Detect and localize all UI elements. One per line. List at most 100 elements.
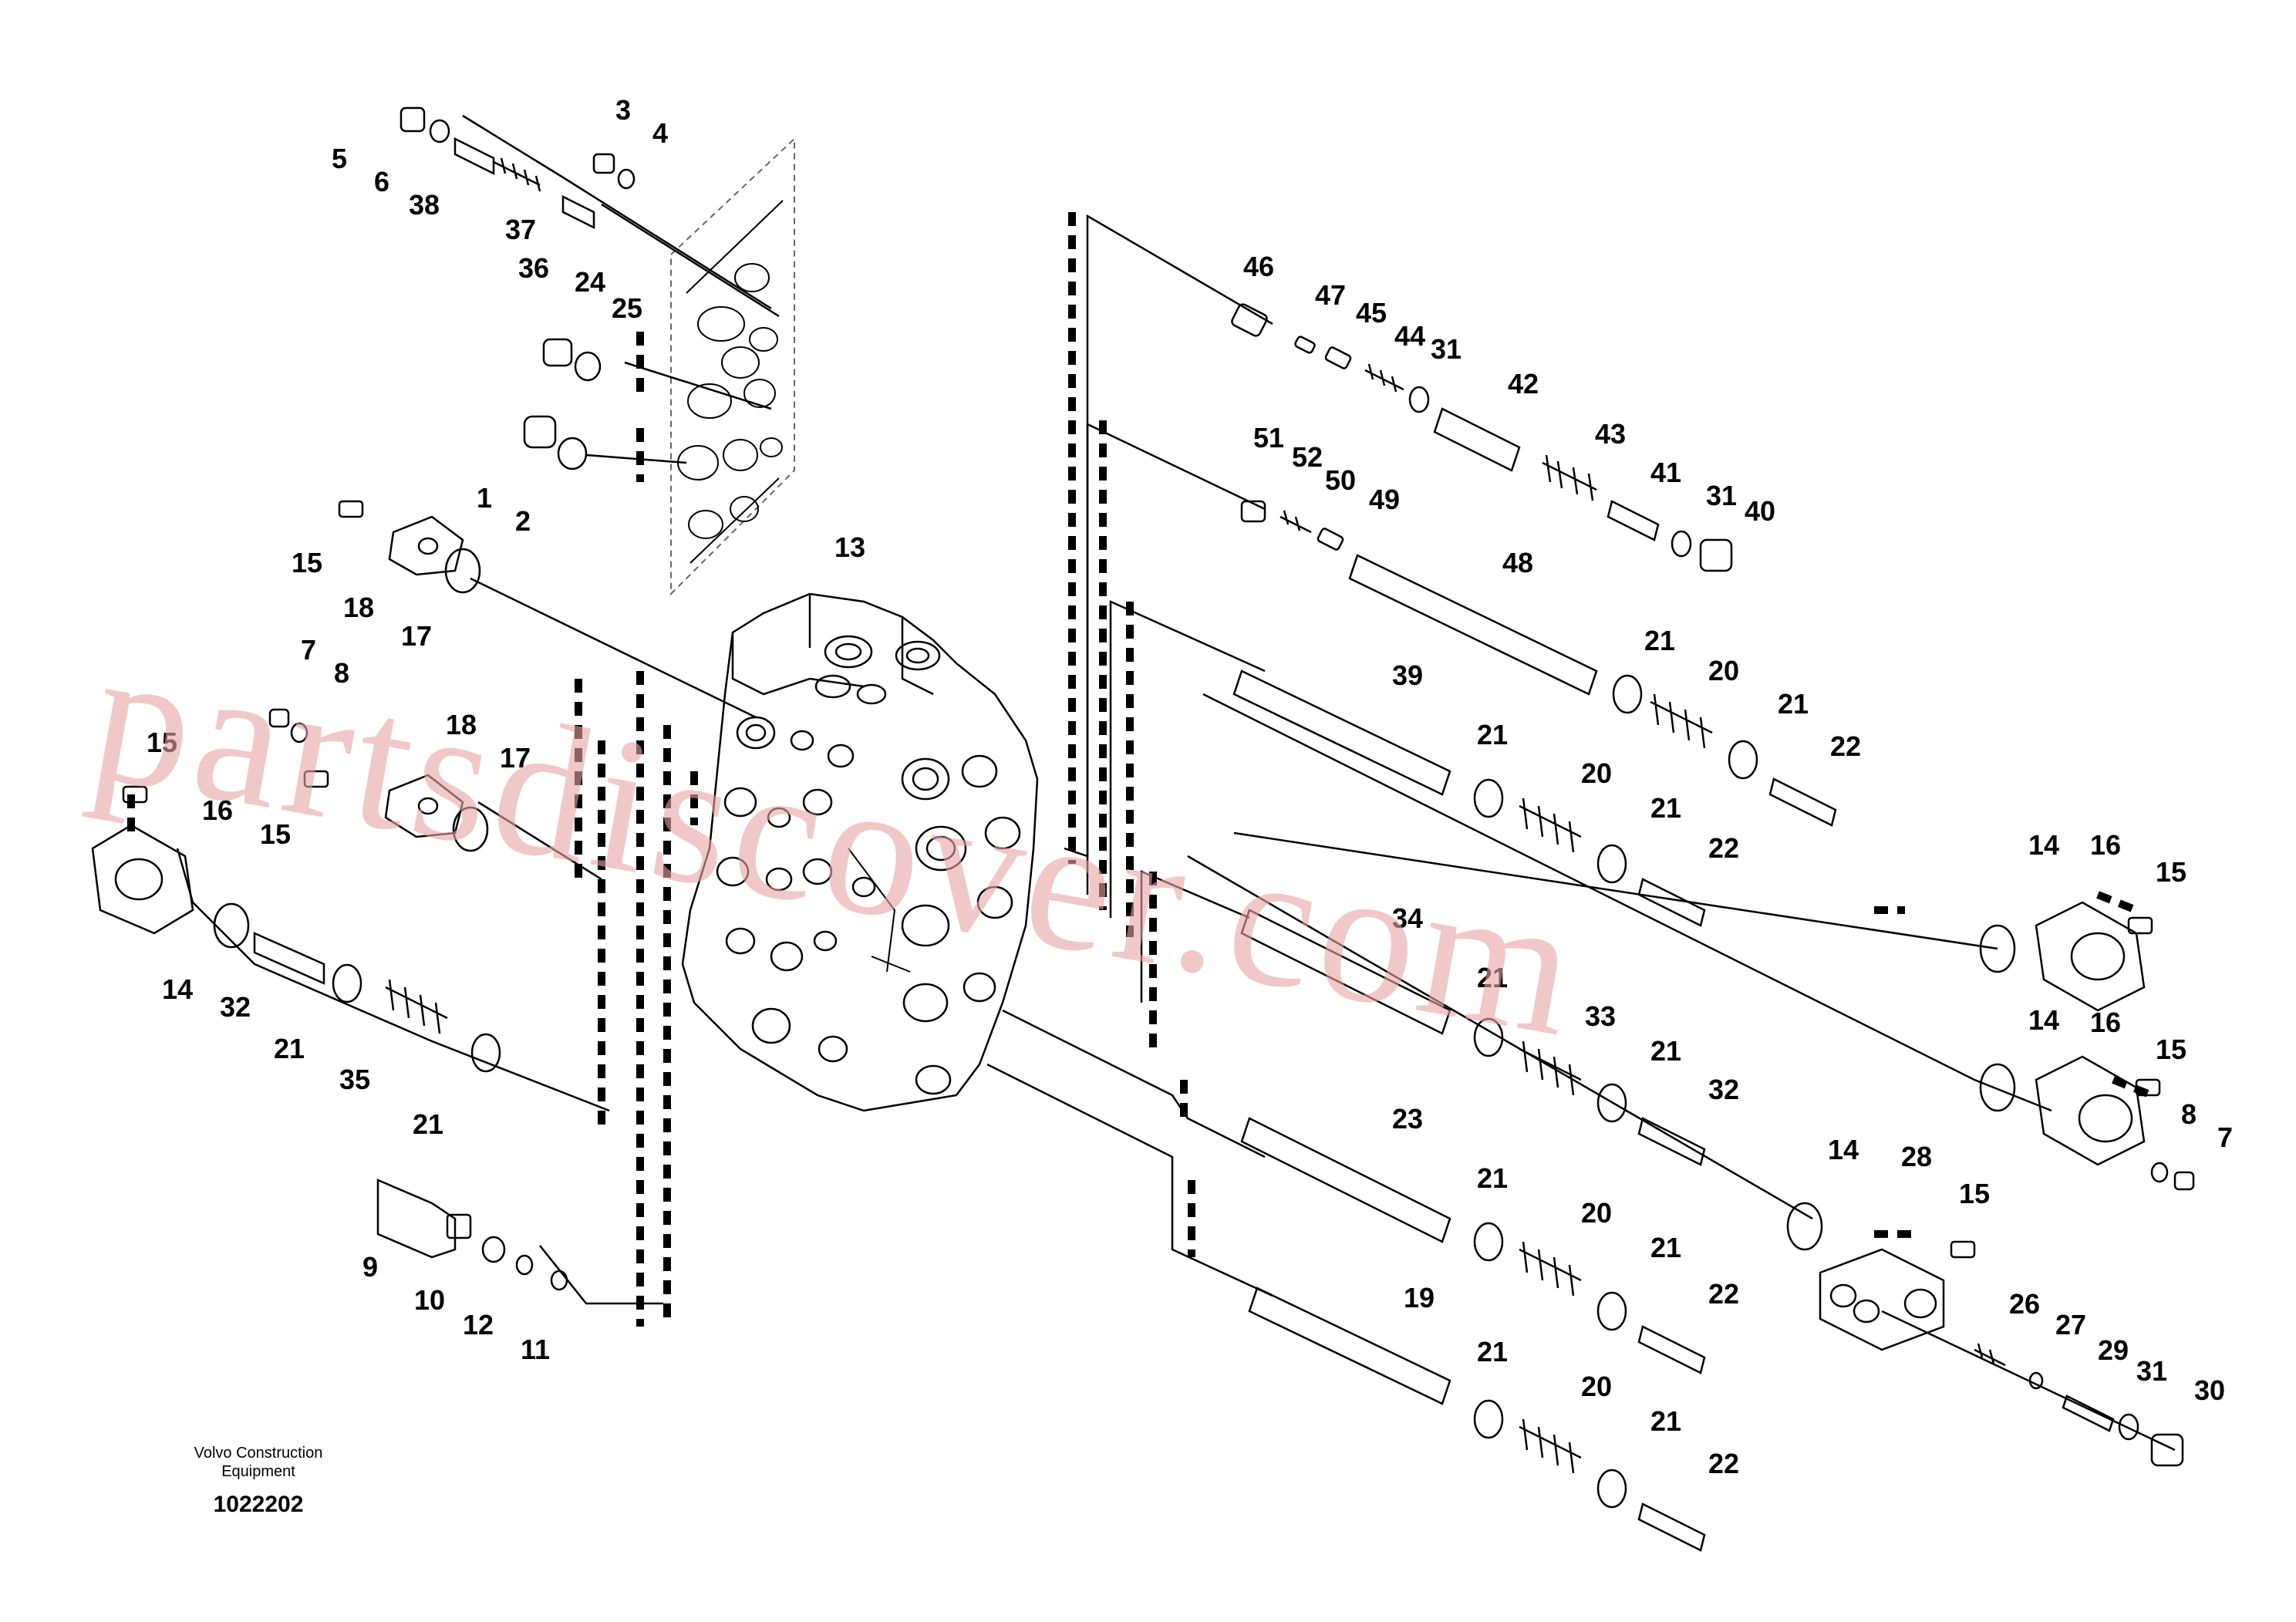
callout-21l: 21 bbox=[1650, 1405, 1681, 1437]
callout-1: 1 bbox=[477, 482, 492, 514]
callout-3: 3 bbox=[615, 94, 631, 126]
callout-17b: 17 bbox=[500, 742, 531, 774]
callout-31a: 31 bbox=[1431, 333, 1462, 365]
callout-48: 48 bbox=[1502, 547, 1533, 578]
callout-19: 19 bbox=[1404, 1282, 1435, 1313]
callout-43: 43 bbox=[1595, 418, 1626, 450]
callout-44: 44 bbox=[1394, 320, 1425, 352]
callout-6: 6 bbox=[374, 166, 389, 197]
callout-7b: 7 bbox=[2217, 1121, 2233, 1153]
spool-row-46 bbox=[1231, 303, 1733, 572]
callout-20c: 20 bbox=[1581, 1197, 1612, 1229]
callout-21f: 21 bbox=[1650, 792, 1681, 824]
callout-27: 27 bbox=[2055, 1309, 2086, 1340]
callout-28: 28 bbox=[1901, 1141, 1932, 1172]
spool-row-34 bbox=[1240, 909, 1706, 1166]
callout-16c: 16 bbox=[2090, 1007, 2121, 1038]
callout-21k: 21 bbox=[1477, 1336, 1508, 1367]
callout-20b: 20 bbox=[1581, 757, 1612, 789]
callout-25: 25 bbox=[612, 292, 642, 324]
callout-17: 17 bbox=[401, 620, 432, 652]
callout-21c: 21 bbox=[1644, 625, 1675, 656]
drawing-number: 1022202 bbox=[214, 1492, 304, 1517]
upper-left-parts bbox=[268, 106, 636, 852]
callout-21j: 21 bbox=[1650, 1232, 1681, 1263]
callout-10: 10 bbox=[414, 1284, 445, 1316]
callout-13: 13 bbox=[834, 531, 865, 563]
callout-51: 51 bbox=[1253, 422, 1284, 454]
callout-22c: 22 bbox=[1708, 1278, 1739, 1310]
callout-15d: 15 bbox=[2156, 856, 2186, 888]
left-lower-assembly bbox=[91, 785, 568, 1291]
callout-31b: 31 bbox=[1706, 480, 1737, 511]
manufacturer-line1: Volvo Construction bbox=[194, 1445, 323, 1462]
callout-18: 18 bbox=[343, 592, 374, 623]
callout-42: 42 bbox=[1508, 368, 1539, 400]
callout-5: 5 bbox=[332, 143, 347, 174]
callout-32: 32 bbox=[220, 991, 251, 1023]
callout-21h: 21 bbox=[1650, 1035, 1681, 1067]
callout-15: 15 bbox=[292, 547, 322, 578]
callout-8b: 8 bbox=[2181, 1098, 2197, 1130]
callout-15b: 15 bbox=[260, 818, 291, 850]
callout-39: 39 bbox=[1392, 659, 1423, 691]
callout-14: 14 bbox=[162, 973, 193, 1005]
callout-31c: 31 bbox=[2136, 1355, 2167, 1387]
callout-32b: 32 bbox=[1708, 1074, 1739, 1105]
callout-34: 34 bbox=[1392, 902, 1423, 934]
callout-4: 4 bbox=[652, 117, 668, 149]
callout-49: 49 bbox=[1369, 484, 1400, 515]
footer: Volvo Construction Equipment 1022202 bbox=[194, 1445, 323, 1517]
callout-22d: 22 bbox=[1708, 1448, 1739, 1479]
spool-row-51 bbox=[1240, 500, 1837, 827]
spool-row-23 bbox=[1240, 1117, 1706, 1374]
main-valve-body bbox=[681, 592, 1039, 1112]
callout-46: 46 bbox=[1243, 251, 1274, 282]
callout-16b: 16 bbox=[2090, 829, 2121, 861]
callout-7: 7 bbox=[301, 634, 316, 666]
callout-18b: 18 bbox=[446, 709, 477, 740]
callout-22a: 22 bbox=[1830, 730, 1861, 762]
callout-24: 24 bbox=[575, 266, 605, 298]
dashed-paths bbox=[127, 212, 2153, 1327]
callout-21d: 21 bbox=[1778, 688, 1809, 720]
callout-20d: 20 bbox=[1581, 1371, 1612, 1402]
callout-41: 41 bbox=[1650, 457, 1681, 488]
callout-15c: 15 bbox=[147, 727, 177, 758]
callout-21a: 21 bbox=[274, 1033, 305, 1064]
callout-21e: 21 bbox=[1477, 719, 1508, 750]
connector-lines bbox=[176, 114, 2176, 1452]
callout-9: 9 bbox=[362, 1251, 378, 1283]
callout-14d: 14 bbox=[1828, 1134, 1859, 1165]
callout-15f: 15 bbox=[1959, 1178, 1990, 1209]
callout-45: 45 bbox=[1356, 297, 1387, 329]
callout-8: 8 bbox=[334, 657, 349, 689]
callout-21i: 21 bbox=[1477, 1162, 1508, 1194]
callout-21g: 21 bbox=[1477, 962, 1508, 993]
callout-15e: 15 bbox=[2156, 1034, 2186, 1065]
callout-23: 23 bbox=[1392, 1103, 1423, 1135]
gasket-plate bbox=[670, 137, 795, 596]
callout-52: 52 bbox=[1292, 441, 1323, 473]
spool-row-19 bbox=[1248, 1286, 1706, 1552]
callout-11: 11 bbox=[521, 1334, 550, 1365]
callout-40: 40 bbox=[1745, 495, 1775, 527]
callout-2: 2 bbox=[515, 505, 531, 537]
callout-16: 16 bbox=[202, 794, 233, 826]
watermark-text: partsdiscover.com bbox=[79, 607, 1596, 1078]
callout-36: 36 bbox=[518, 252, 549, 284]
callout-labels: 5 6 38 37 36 3 4 24 25 1 2 15 18 17 13 7… bbox=[147, 94, 2233, 1479]
callout-35: 35 bbox=[339, 1064, 370, 1095]
spool-row-39 bbox=[1232, 669, 1706, 927]
callout-47: 47 bbox=[1315, 279, 1346, 311]
callout-14c: 14 bbox=[2028, 1004, 2059, 1036]
callout-20a: 20 bbox=[1708, 655, 1739, 686]
callout-33: 33 bbox=[1585, 1000, 1616, 1032]
callout-29: 29 bbox=[2098, 1334, 2129, 1366]
callout-21b: 21 bbox=[413, 1108, 443, 1140]
right-end-parts bbox=[1786, 901, 2195, 1467]
callout-26: 26 bbox=[2009, 1288, 2040, 1320]
callout-14b: 14 bbox=[2028, 829, 2059, 861]
callout-12: 12 bbox=[463, 1309, 494, 1340]
